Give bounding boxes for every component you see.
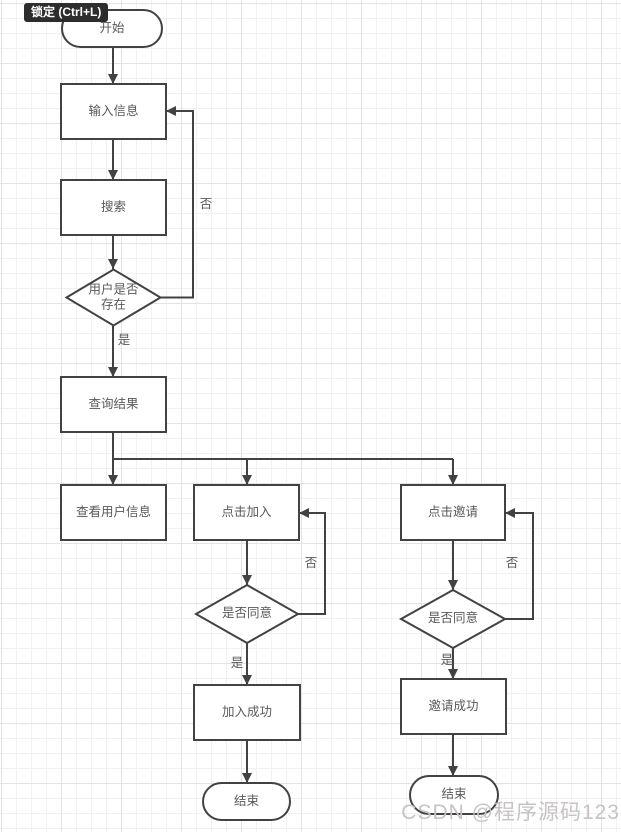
decision-join-agree[interactable]: [193, 583, 301, 645]
node-input-info[interactable]: [60, 83, 167, 140]
node-query-result[interactable]: [60, 376, 167, 433]
node-click-join[interactable]: [193, 484, 300, 541]
edge-join-agree-no-loop[interactable]: [298, 508, 326, 615]
terminator-join-end[interactable]: [202, 782, 291, 821]
edge-exists-no-loop[interactable]: [160, 106, 194, 299]
node-search[interactable]: [60, 179, 167, 236]
node-invite-success[interactable]: [400, 678, 507, 735]
lock-tooltip: 锁定 (Ctrl+L): [24, 3, 109, 22]
node-join-success[interactable]: [193, 684, 301, 741]
edge-invite-agree-no-loop[interactable]: [505, 508, 534, 620]
decision-invite-agree[interactable]: [398, 588, 508, 650]
terminator-invite-end[interactable]: [409, 775, 499, 815]
decision-user-exists[interactable]: [64, 268, 163, 327]
node-view-user-info[interactable]: [60, 484, 167, 541]
node-click-invite[interactable]: [400, 484, 506, 541]
